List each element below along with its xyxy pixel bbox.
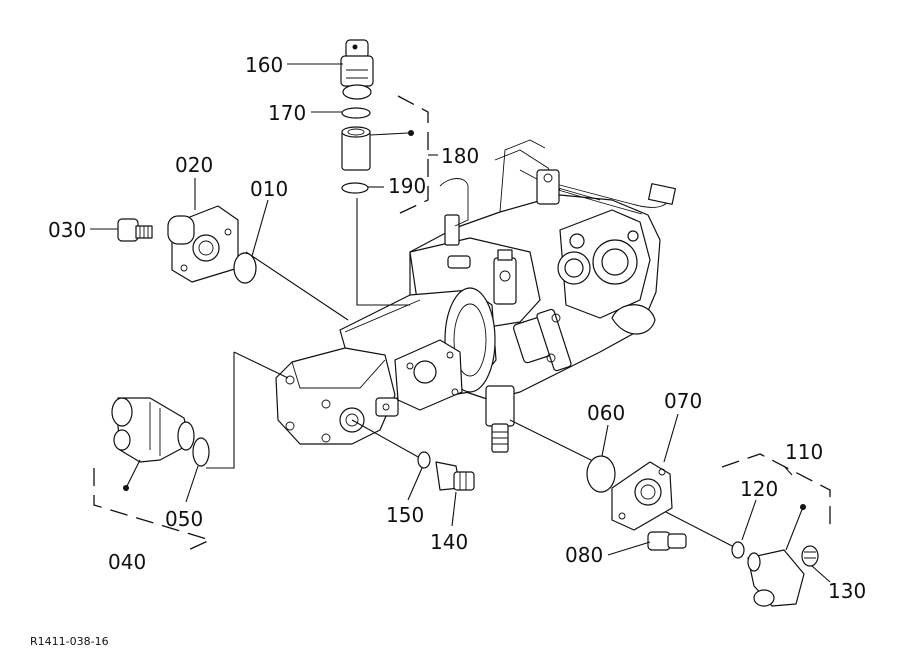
callout-060: 060: [587, 401, 625, 425]
callout-190: 190: [388, 174, 426, 198]
callout-120: 120: [740, 477, 778, 501]
callout-080: 080: [565, 543, 603, 567]
callout-150: 150: [386, 503, 424, 527]
part-120-o-ring: [731, 541, 745, 559]
callout-160: 160: [245, 53, 283, 77]
callout-070: 070: [664, 389, 702, 413]
part-060-o-ring: [586, 455, 616, 493]
part-080-bolt: [647, 531, 687, 551]
bottom-fitting: [485, 385, 515, 427]
part-150-o-ring: [417, 451, 431, 469]
part-020-flange: [167, 205, 239, 283]
callout-130: 130: [828, 579, 866, 603]
callout-leaders: [90, 63, 831, 583]
callout-050: 050: [165, 507, 203, 531]
part-010-o-ring: [233, 252, 257, 284]
wire-connector: [647, 183, 677, 205]
callout-labels: 160 170 180 190 020 030 010 050 040 150 …: [30, 53, 866, 648]
part-180-sleeve: [341, 126, 371, 171]
part-140-fitting: [435, 461, 475, 491]
part-160-plug: [340, 39, 374, 100]
part-110-elbow: [747, 549, 805, 607]
callout-030: 030: [48, 218, 86, 242]
part-030-bolt: [117, 218, 153, 242]
part-130-plug: [801, 545, 819, 567]
callout-140: 140: [430, 530, 468, 554]
part-050-o-ring: [192, 437, 210, 467]
callout-110: 110: [785, 440, 823, 464]
assembly-brackets: [93, 95, 831, 553]
callout-170: 170: [268, 101, 306, 125]
callout-040: 040: [108, 550, 146, 574]
callout-180: 180: [441, 144, 479, 168]
part-040-elbow: [111, 397, 195, 463]
part-170-o-ring: [341, 107, 371, 119]
part-070-flange: [611, 461, 673, 531]
callout-010: 010: [250, 177, 288, 201]
reference-code: R1411-038-16: [30, 635, 109, 648]
main-pump-assembly: [275, 139, 677, 453]
leader-lines: [206, 198, 737, 549]
callout-020: 020: [175, 153, 213, 177]
sensor-block: [536, 169, 560, 205]
part-190-o-ring: [341, 182, 369, 194]
